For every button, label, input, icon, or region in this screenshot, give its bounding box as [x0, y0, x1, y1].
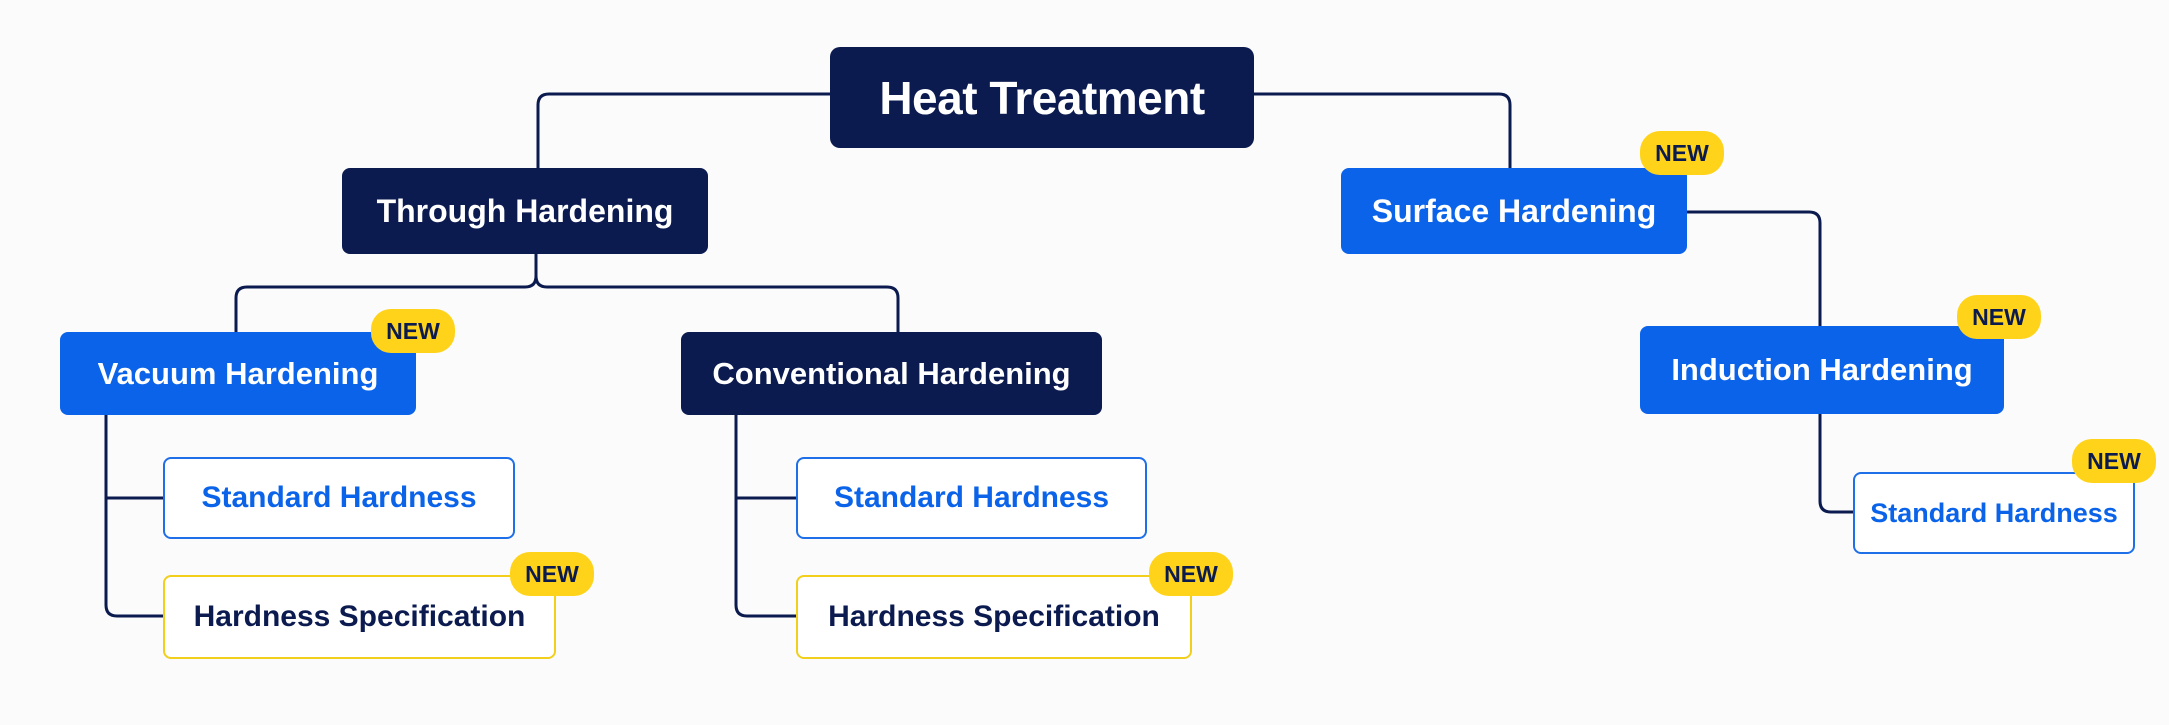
node-heat-treatment[interactable]: Heat Treatment [830, 47, 1254, 148]
node-label: Hardness Specification [193, 600, 526, 633]
connector-induction-standard [1818, 414, 1853, 514]
node-label: Induction Hardening [1671, 352, 1973, 387]
connector-root-surface [1254, 92, 1512, 168]
node-label: Through Hardening [376, 192, 674, 229]
new-badge: NEW [2072, 439, 2156, 483]
node-surface-hardening[interactable]: Surface Hardening [1341, 168, 1687, 254]
connector-vacuum-children [104, 415, 163, 618]
new-badge: NEW [371, 309, 455, 353]
node-induction-hardening[interactable]: Induction Hardening [1640, 326, 2004, 414]
new-badge: NEW [1957, 295, 2041, 339]
new-badge: NEW [510, 552, 594, 596]
node-label: Conventional Hardening [712, 355, 1071, 391]
node-label: Surface Hardening [1371, 192, 1657, 229]
node-vacuum-hardness-specification[interactable]: Hardness Specification [163, 575, 556, 659]
connector-surface-induction [1687, 210, 1822, 326]
node-label: Heat Treatment [879, 71, 1205, 124]
new-badge: NEW [1640, 131, 1724, 175]
node-conventional-hardening[interactable]: Conventional Hardening [681, 332, 1102, 415]
connector-root-through [536, 92, 832, 168]
connector-through-conventional [534, 275, 900, 332]
node-label: Vacuum Hardening [97, 355, 379, 391]
node-vacuum-hardening[interactable]: Vacuum Hardening [60, 332, 416, 415]
new-badge: NEW [1149, 552, 1233, 596]
node-through-hardening[interactable]: Through Hardening [342, 168, 708, 254]
node-label: Standard Hardness [1870, 497, 2118, 528]
node-conventional-standard-hardness[interactable]: Standard Hardness [796, 457, 1147, 539]
connector-conventional-children [734, 415, 796, 618]
node-vacuum-standard-hardness[interactable]: Standard Hardness [163, 457, 515, 539]
node-label: Standard Hardness [201, 481, 477, 514]
node-induction-standard-hardness[interactable]: Standard Hardness [1853, 472, 2135, 554]
node-conventional-hardness-specification[interactable]: Hardness Specification [796, 575, 1192, 659]
node-label: Hardness Specification [828, 600, 1160, 633]
node-label: Standard Hardness [833, 481, 1110, 514]
